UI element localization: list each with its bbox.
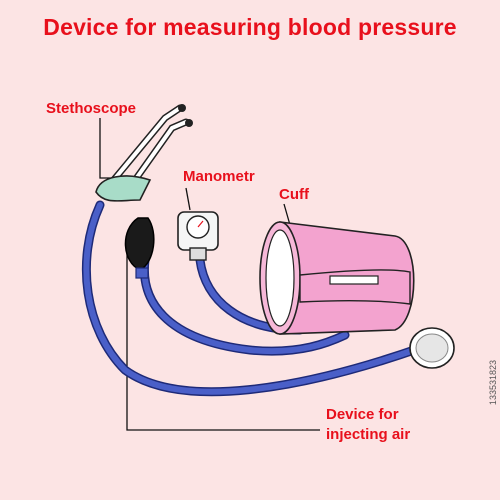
chestpiece: [95, 175, 152, 202]
cuff: [259, 221, 415, 335]
cuff-label: Cuff: [279, 186, 309, 203]
manometer: [177, 211, 219, 261]
page-title: Device for measuring blood pressure: [43, 14, 457, 40]
diaphragm: [409, 327, 455, 369]
stethoscope-label: Stethoscope: [46, 100, 137, 117]
stethoscope-tube: [83, 202, 423, 395]
stock-id: 133531823: [488, 360, 498, 406]
injector-leader: [126, 240, 320, 431]
stethoscope: [95, 104, 193, 202]
injector-label-line2: injecting air: [326, 426, 411, 443]
air-bulb: [124, 217, 155, 279]
earpiece-right: [185, 119, 193, 127]
injector-label-line1: Device for: [326, 406, 399, 423]
stethoscope-leader: [99, 118, 112, 179]
bulb-tube: [141, 257, 348, 355]
earpiece-left: [178, 104, 186, 112]
cuff-leader: [283, 203, 291, 226]
injector-label: Device for injecting air: [326, 405, 410, 445]
manometer-leader: [185, 187, 191, 211]
leader-lines: [99, 118, 320, 431]
manometer-label: Manometr: [183, 168, 255, 185]
